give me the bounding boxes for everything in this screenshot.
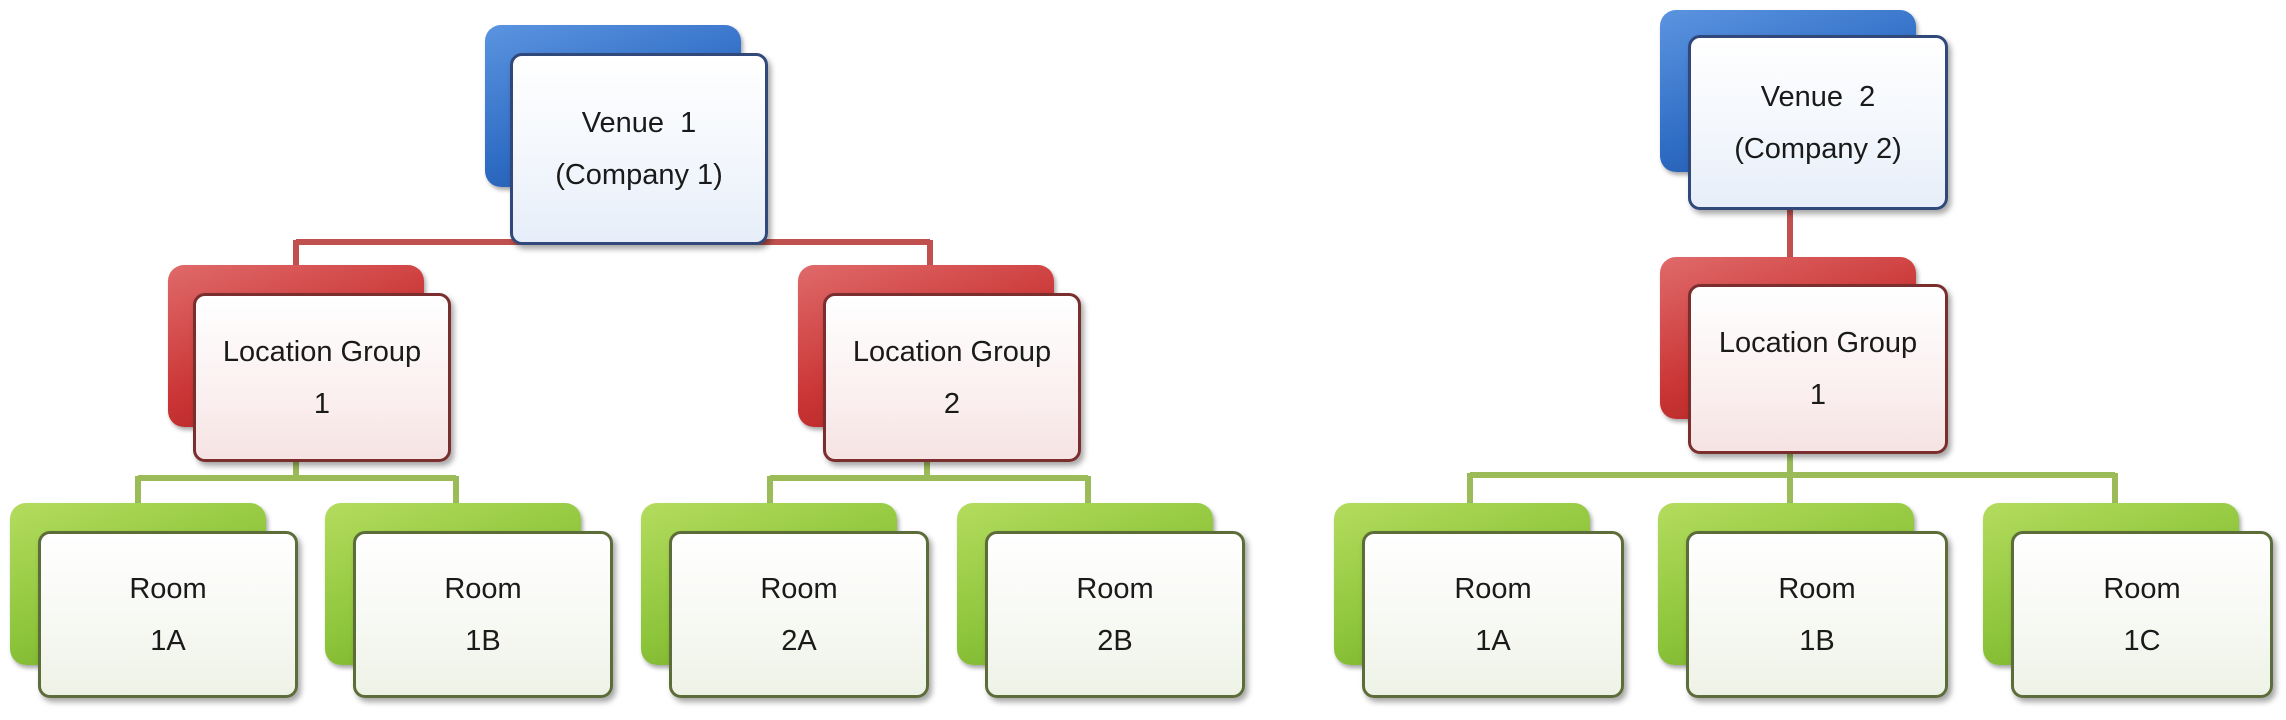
room-id: 1C	[2123, 624, 2161, 657]
room-id: 2B	[1097, 624, 1133, 657]
room-id: 1A	[150, 624, 186, 657]
location-group-name: Location Group	[1718, 327, 1918, 359]
connector-group3-rooms	[1467, 447, 2118, 508]
venue-company: (Company 2)	[1734, 132, 1902, 165]
room-label: Room	[760, 572, 838, 605]
venue-company: (Company 1)	[555, 159, 723, 191]
connector-group2-rooms	[767, 455, 1091, 508]
venue-name: Venue 2	[1760, 80, 1876, 113]
room-label: Room	[129, 572, 207, 605]
room-label: Room	[1076, 572, 1154, 605]
venue-name: Venue 1	[581, 107, 697, 139]
room-id: 1B	[465, 624, 501, 657]
room-id: 1B	[1799, 624, 1835, 657]
room-id: 1A	[1475, 624, 1511, 657]
location-group-number: 1	[1809, 379, 1827, 411]
room-label: Room	[444, 572, 522, 605]
room-id: 2A	[781, 624, 817, 657]
location-group-number: 2	[943, 387, 961, 420]
room-label: Room	[1778, 572, 1856, 605]
room-label: Room	[2103, 572, 2181, 605]
connector-group1-rooms	[135, 455, 459, 508]
room-label: Room	[1454, 572, 1532, 605]
location-group-name: Location Group	[222, 335, 422, 368]
location-group-number: 1	[313, 387, 331, 420]
location-group-name: Location Group	[852, 335, 1052, 368]
